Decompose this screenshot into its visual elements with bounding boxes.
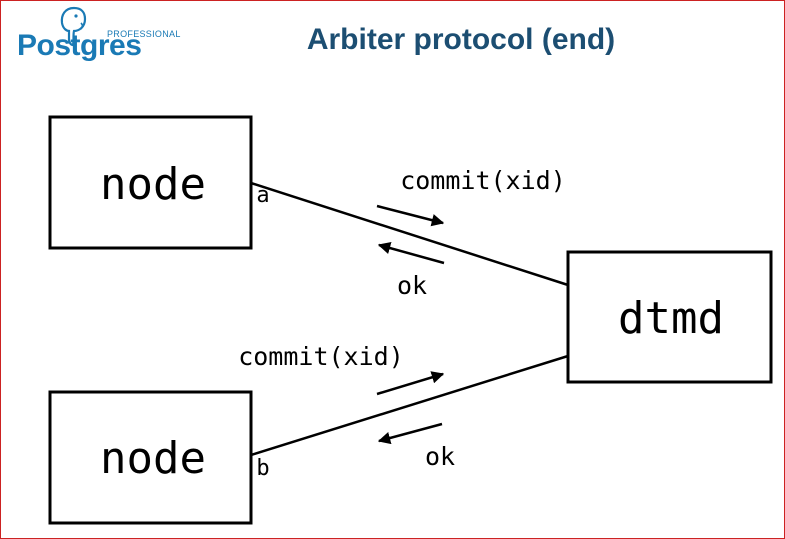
- arrow-b-reply: [377, 422, 443, 445]
- port-b-label: b: [256, 456, 269, 481]
- node-a: node: [48, 115, 253, 250]
- node-a-label: node: [100, 159, 206, 210]
- node-b: node: [48, 390, 253, 525]
- link-b-dtmd: [250, 354, 569, 457]
- dtmd-label: dtmd: [618, 293, 724, 344]
- arrow-b-request: [376, 371, 445, 396]
- elephant-icon: [60, 6, 87, 47]
- link-a-dtmd: [250, 181, 569, 287]
- msg-a-request: commit(xid): [400, 166, 566, 195]
- arrow-a-reply: [377, 241, 445, 265]
- node-b-label: node: [100, 433, 206, 484]
- logo-tagline: PROFESSIONAL: [107, 29, 181, 39]
- logo-wordmark: Postgres: [17, 29, 142, 62]
- msg-a-reply: ok: [397, 271, 427, 300]
- dtmd-box: dtmd: [566, 250, 773, 384]
- port-a-label: a: [256, 183, 269, 208]
- msg-b-reply: ok: [425, 442, 455, 471]
- arrow-a-request: [376, 204, 445, 227]
- msg-b-request: commit(xid): [238, 342, 404, 371]
- page-title: Arbiter protocol (end): [306, 23, 616, 56]
- postgres-logo: PROFESSIONAL Postgres: [15, 5, 180, 63]
